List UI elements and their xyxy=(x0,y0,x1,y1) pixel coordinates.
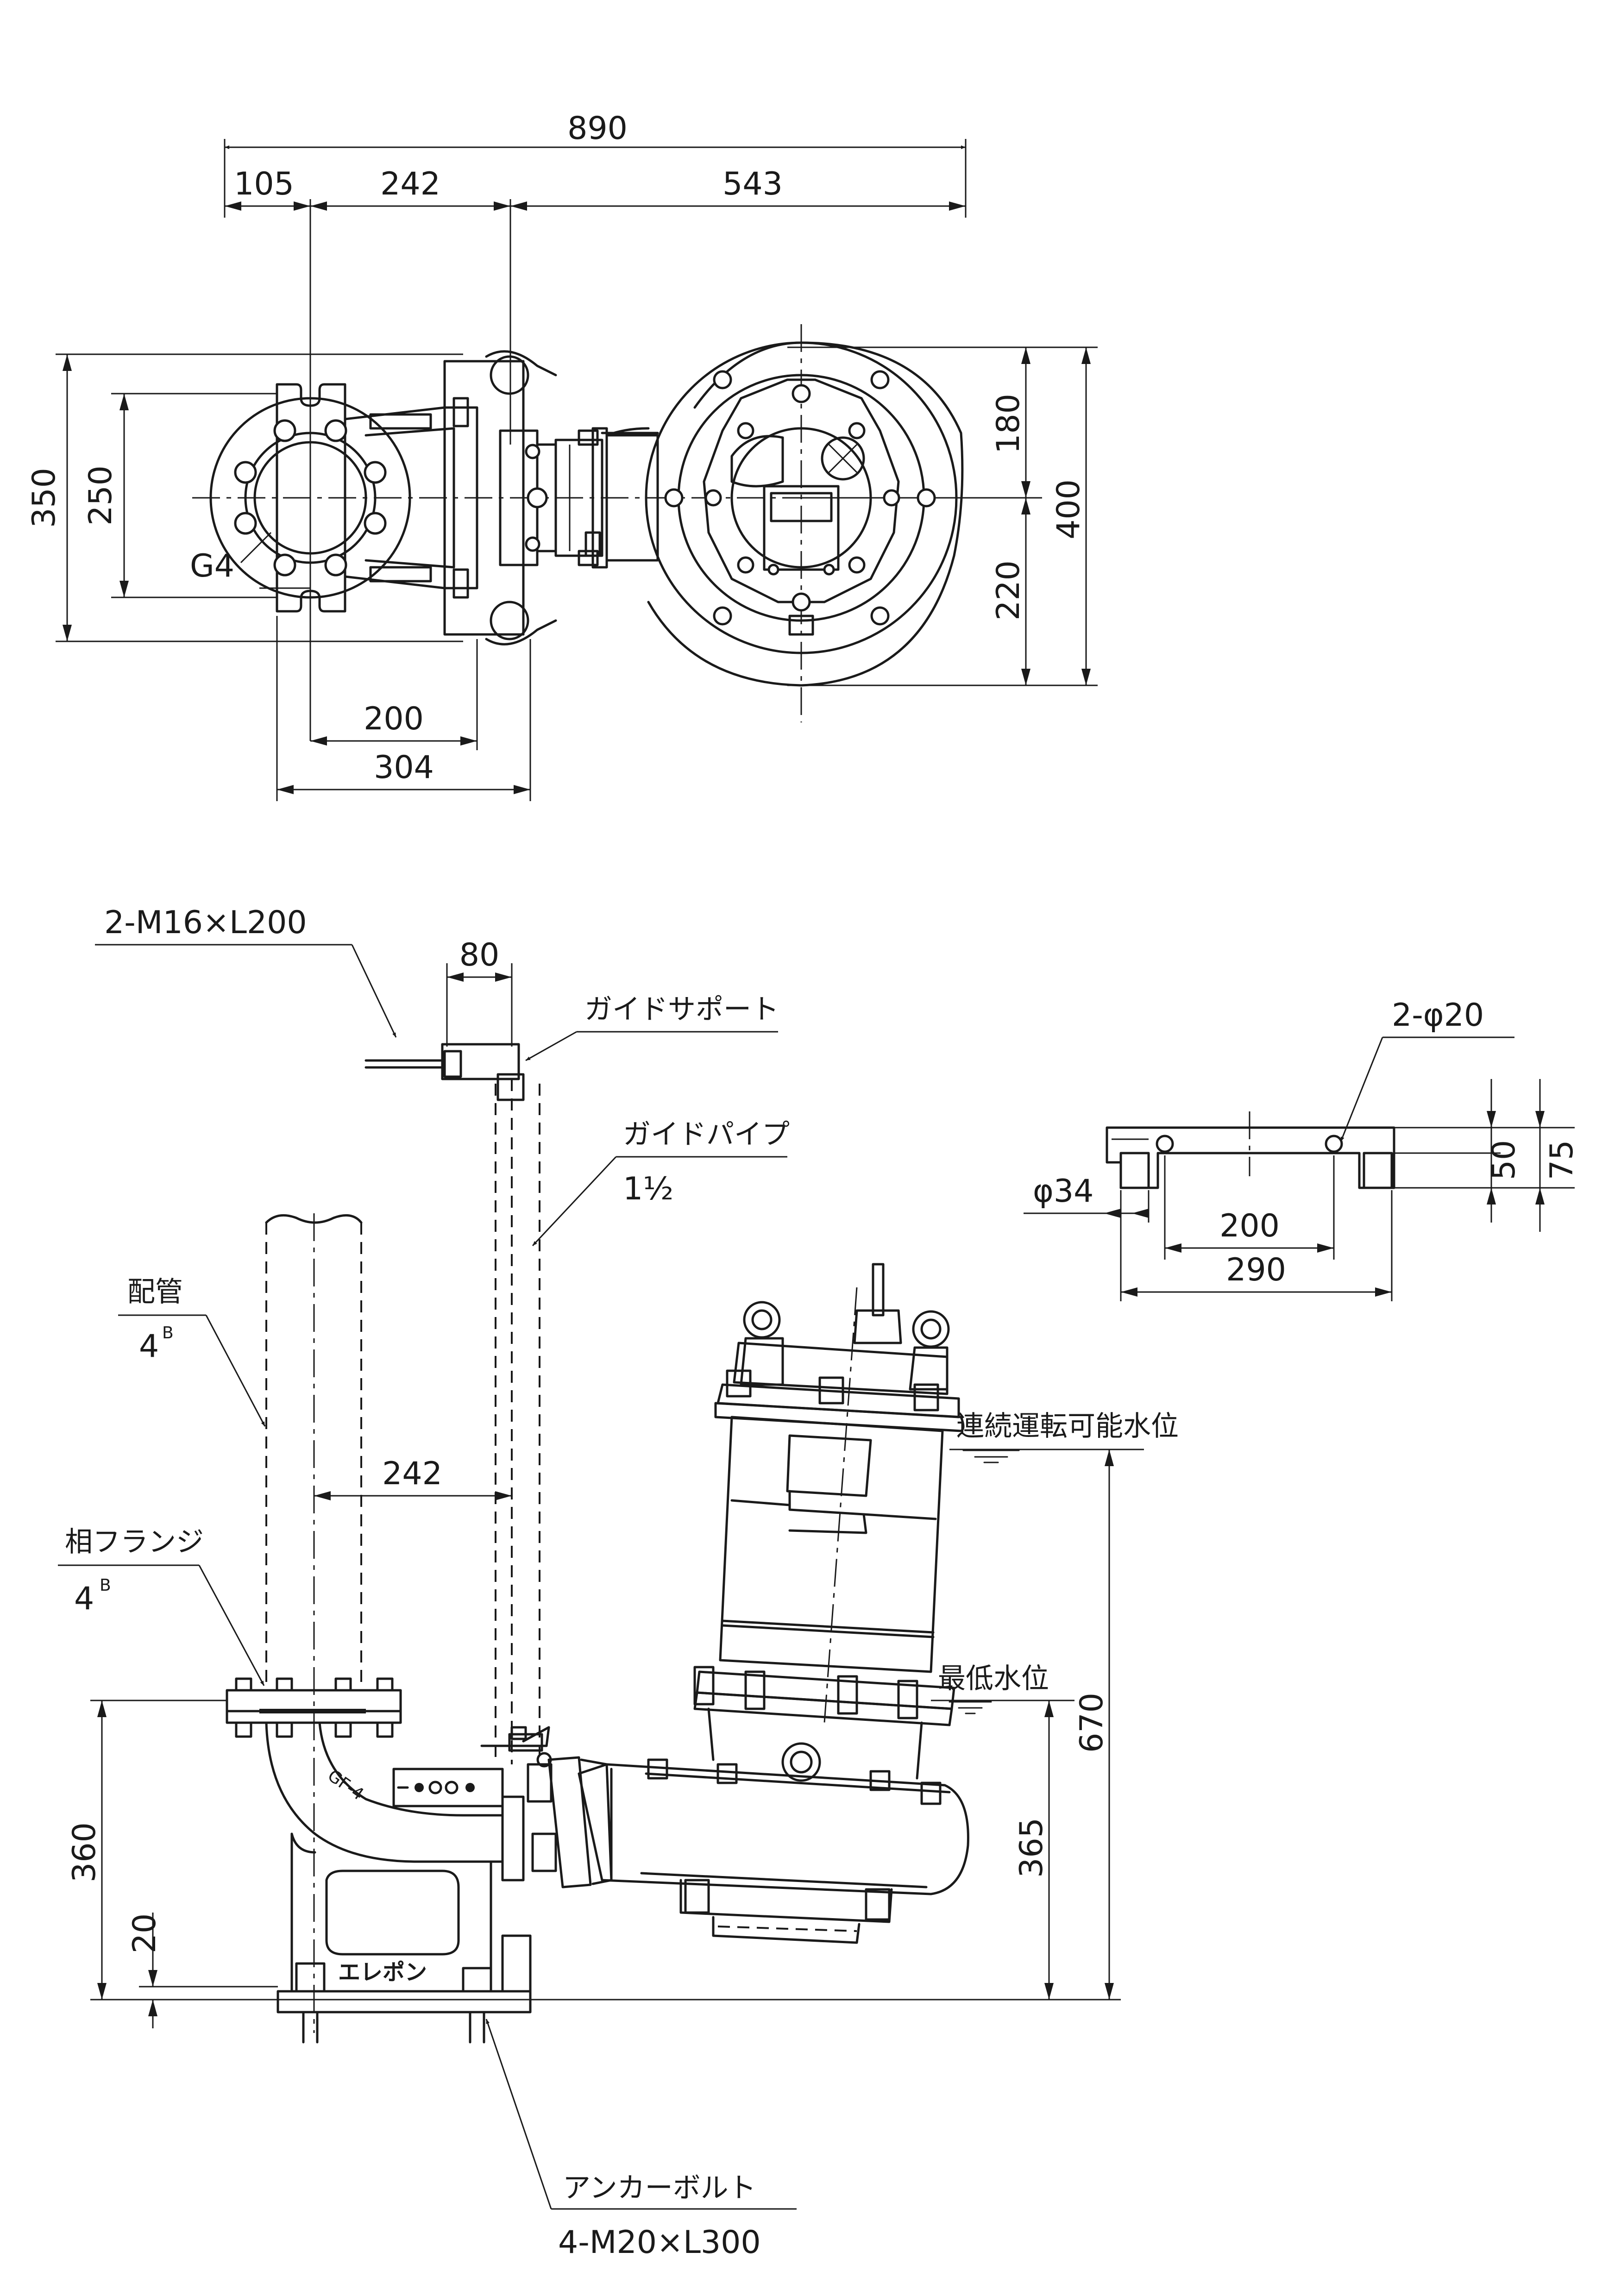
dim-543: 543 xyxy=(723,166,783,202)
base-side: GF-4 エレポン xyxy=(265,1721,532,2044)
dim-304: 304 xyxy=(374,749,434,786)
dim-350: 350 xyxy=(26,468,63,528)
label-g4: G4 xyxy=(190,548,234,584)
dim-200: 200 xyxy=(364,701,424,737)
pump-top xyxy=(645,341,964,687)
guide-support-top xyxy=(443,350,557,646)
coupling-bracket xyxy=(392,1726,552,1807)
label-guide-support: ガイドサポート xyxy=(584,993,779,1026)
dim-105: 105 xyxy=(234,166,294,202)
dim-365: 365 xyxy=(1013,1818,1050,1878)
dim-242-side: 242 xyxy=(382,1455,442,1492)
dim-180: 180 xyxy=(990,394,1027,454)
label-min-level: 最低水位 xyxy=(938,1662,1049,1695)
label-anchor-bolt: アンカーボルト xyxy=(563,2172,756,2204)
dim-242: 242 xyxy=(380,166,440,202)
label-bolt-m16: 2-M16×L200 xyxy=(104,904,307,941)
dim-phi34: φ34 xyxy=(1033,1173,1093,1210)
dim-360: 360 xyxy=(66,1822,103,1882)
dim-80: 80 xyxy=(459,937,500,973)
dim-400: 400 xyxy=(1050,479,1087,539)
dim-75: 75 xyxy=(1544,1140,1580,1180)
label-piping-size-sup: B xyxy=(162,1324,174,1342)
label-guide-pipe: ガイドパイプ xyxy=(623,1118,790,1151)
label-mating-flange-size-sup: B xyxy=(100,1576,111,1595)
guide-support-side xyxy=(364,1043,525,1101)
dim-200-detail: 200 xyxy=(1219,1208,1280,1244)
base-marking: GF-4 xyxy=(324,1766,367,1804)
label-mating-flange: 相フランジ xyxy=(65,1526,204,1558)
dim-220: 220 xyxy=(990,560,1027,621)
dim-890: 890 xyxy=(567,110,628,147)
label-anchor-bolt-spec: 4-M20×L300 xyxy=(558,2224,761,2261)
base-flange-top xyxy=(209,383,411,613)
dim-670: 670 xyxy=(1074,1693,1110,1753)
label-holes-phi20: 2-φ20 xyxy=(1392,997,1484,1034)
detail-view: 2-φ20 50 75 φ34 200 xyxy=(1024,997,1580,1301)
label-continuous-level: 連続運転可能水位 xyxy=(956,1410,1179,1443)
dim-50: 50 xyxy=(1486,1140,1522,1180)
pump-side xyxy=(527,1263,969,1944)
top-view: 890 105 242 543 350 250 180 220 400 xyxy=(26,110,1098,801)
dim-290-detail: 290 xyxy=(1226,1252,1286,1288)
label-piping-size: 4 xyxy=(139,1328,159,1365)
label-mating-flange-size: 4 xyxy=(74,1581,94,1617)
base-logo-text: エレポン xyxy=(338,1959,427,1985)
label-guide-pipe-size: 1½ xyxy=(623,1171,673,1207)
dim-250: 250 xyxy=(82,465,119,526)
dim-20: 20 xyxy=(126,1913,163,1954)
label-piping: 配管 xyxy=(127,1276,183,1308)
guide-plate xyxy=(1106,1111,1395,1189)
side-view: 2-M16×L200 80 ガイドサポート ガイドパイプ 1½ xyxy=(58,904,1179,2261)
